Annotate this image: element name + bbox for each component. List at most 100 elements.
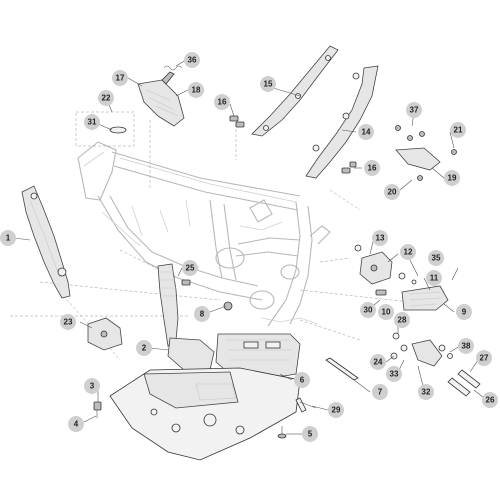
callout-9: 9 <box>456 304 472 320</box>
svg-text:36: 36 <box>188 56 197 65</box>
callout-22: 22 <box>98 90 114 106</box>
part-bolts-16 <box>229 115 357 174</box>
svg-text:18: 18 <box>192 86 201 95</box>
svg-text:21: 21 <box>454 126 463 135</box>
callout-8: 8 <box>194 306 210 322</box>
callout-16-right: 16 <box>364 160 380 176</box>
callout-26: 26 <box>482 392 498 408</box>
callout-32: 32 <box>418 384 434 400</box>
svg-text:33: 33 <box>390 370 399 379</box>
part-right-bracket <box>354 244 417 285</box>
part-bolt-8 <box>223 301 233 311</box>
svg-text:25: 25 <box>186 264 195 273</box>
part-footpeg-upper <box>137 71 185 127</box>
part-long-bolts <box>295 357 359 413</box>
svg-text:22: 22 <box>102 94 111 103</box>
part-frame-guard-left <box>21 185 71 299</box>
svg-text:31: 31 <box>88 118 97 127</box>
svg-text:6: 6 <box>300 376 305 385</box>
callout-16-left: 16 <box>214 94 230 110</box>
callout-28: 28 <box>394 312 410 328</box>
callout-38: 38 <box>458 338 474 354</box>
svg-text:9: 9 <box>462 308 467 317</box>
callout-14: 14 <box>358 124 374 140</box>
svg-text:37: 37 <box>410 106 419 115</box>
callout-30: 30 <box>360 302 376 318</box>
svg-text:4: 4 <box>74 420 79 429</box>
callout-2: 2 <box>136 340 152 356</box>
svg-text:10: 10 <box>382 308 391 317</box>
callout-12: 12 <box>400 244 416 260</box>
svg-text:7: 7 <box>378 388 383 397</box>
svg-text:19: 19 <box>448 174 457 183</box>
callout-19: 19 <box>444 170 460 186</box>
callout-23: 23 <box>60 314 76 330</box>
callout-10: 10 <box>378 304 394 320</box>
callout-6: 6 <box>294 372 310 388</box>
leader-lines <box>13 59 485 435</box>
callout-21: 21 <box>450 122 466 138</box>
svg-text:1: 1 <box>6 234 11 243</box>
svg-text:3: 3 <box>90 382 95 391</box>
callout-3: 3 <box>84 378 100 394</box>
callout-13: 13 <box>372 230 388 246</box>
svg-text:11: 11 <box>430 274 439 283</box>
svg-text:16: 16 <box>218 98 227 107</box>
part-spring <box>163 65 183 71</box>
part-footpeg-right <box>375 267 459 311</box>
callout-25: 25 <box>182 260 198 276</box>
svg-text:23: 23 <box>64 318 73 327</box>
part-lower-right-hardware <box>390 332 481 397</box>
part-skid-plate <box>109 367 301 461</box>
callout-11: 11 <box>426 270 442 286</box>
part-upper-rail <box>251 45 339 137</box>
svg-text:13: 13 <box>376 234 385 243</box>
svg-text:26: 26 <box>486 396 495 405</box>
part-bolts-3-4 <box>93 401 102 418</box>
part-frame-guard-right <box>305 65 379 179</box>
svg-text:5: 5 <box>308 430 313 439</box>
svg-text:15: 15 <box>264 80 273 89</box>
svg-text:2: 2 <box>142 344 147 353</box>
svg-text:29: 29 <box>332 406 341 415</box>
callout-17: 17 <box>112 70 128 86</box>
part-top-right-bracket <box>395 125 457 181</box>
callout-27: 27 <box>476 350 492 366</box>
callout-29: 29 <box>328 402 344 418</box>
svg-text:32: 32 <box>422 388 431 397</box>
callout-36: 36 <box>184 52 200 68</box>
callout-33: 33 <box>386 366 402 382</box>
svg-text:27: 27 <box>480 354 489 363</box>
callout-35-visible: 35 <box>428 250 444 266</box>
svg-text:14: 14 <box>362 128 371 137</box>
callout-4: 4 <box>68 416 84 432</box>
svg-text:38: 38 <box>462 342 471 351</box>
svg-text:17: 17 <box>116 74 125 83</box>
svg-text:30: 30 <box>364 306 373 315</box>
main-frame <box>77 141 331 327</box>
part-small-bracket <box>87 317 123 351</box>
callout-37: 37 <box>406 102 422 118</box>
callout-1: 1 <box>0 230 16 246</box>
part-skid-plate-mount <box>167 333 301 377</box>
callout-24: 24 <box>370 354 386 370</box>
svg-text:20: 20 <box>388 188 397 197</box>
callout-20: 20 <box>384 184 400 200</box>
svg-text:16: 16 <box>368 164 377 173</box>
svg-text:35: 35 <box>432 254 441 263</box>
part-screw-5 <box>277 426 287 439</box>
callout-7: 7 <box>372 384 388 400</box>
svg-text:8: 8 <box>200 310 205 319</box>
callout-5: 5 <box>302 426 318 442</box>
svg-text:12: 12 <box>404 248 413 257</box>
part-washer-ring <box>75 111 135 147</box>
callout-15: 15 <box>260 76 276 92</box>
callouts: 1 2 3 4 5 6 7 8 9 10 11 12 13 14 15 16 1… <box>0 52 498 442</box>
callout-18: 18 <box>188 82 204 98</box>
callout-31: 31 <box>84 114 100 130</box>
svg-text:24: 24 <box>374 358 383 367</box>
part-footpeg-lower <box>157 263 191 347</box>
svg-text:28: 28 <box>398 316 407 325</box>
